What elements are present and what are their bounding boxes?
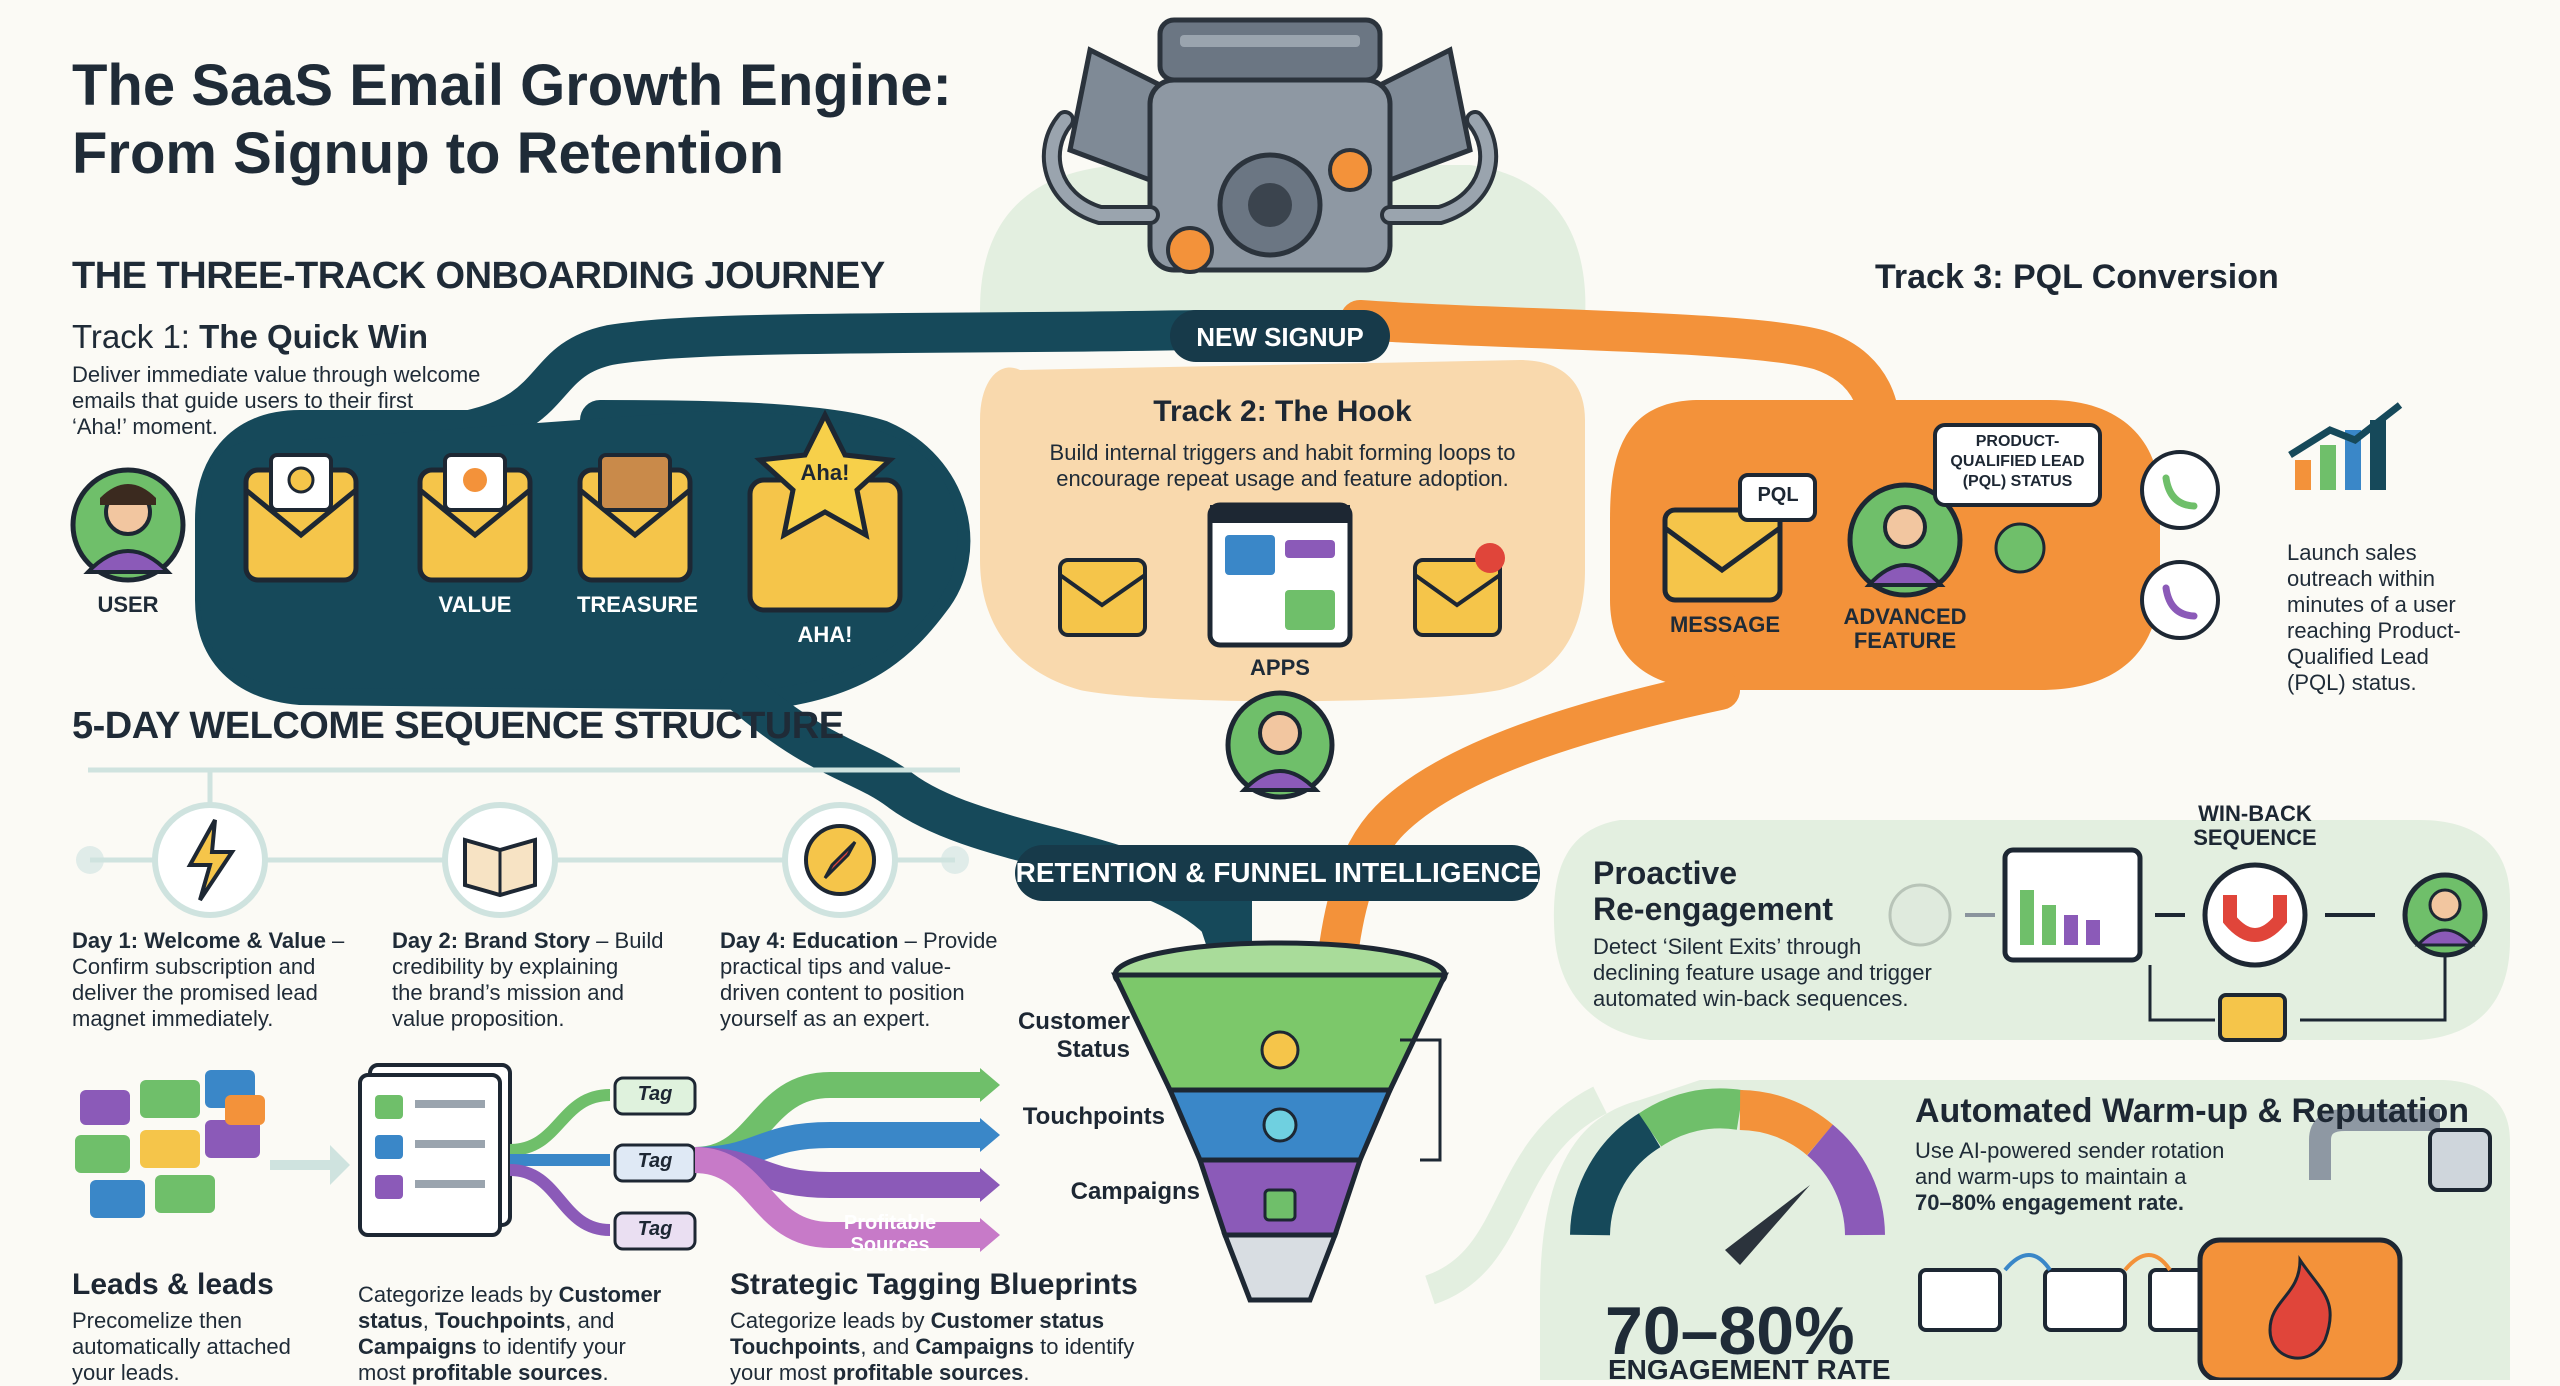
track1-description: Deliver immediate value through welcome … bbox=[72, 362, 481, 439]
treasure-envelope-icon bbox=[577, 453, 693, 583]
advanced-feature-label: ADVANCED FEATURE bbox=[1843, 604, 1967, 653]
blueprint-title: Strategic Tagging Blueprints bbox=[730, 1268, 1138, 1301]
campaigns-label: Campaigns bbox=[1070, 1178, 1200, 1205]
chat-bubbles-icon bbox=[75, 1070, 350, 1218]
track3-description: Launch sales outreach within minutes of … bbox=[2287, 540, 2461, 695]
leads-title: Leads & leads bbox=[72, 1268, 274, 1301]
user-avatar-4 bbox=[2402, 872, 2488, 958]
warmup-title: Automated Warm-up & Reputation bbox=[1915, 1092, 2470, 1130]
lower-connector bbox=[1424, 1086, 1608, 1305]
user-label: USER bbox=[97, 592, 159, 617]
track2-title: Track 2: The Hook bbox=[1153, 395, 1412, 428]
warmup-envelope-1 bbox=[1918, 1268, 2002, 1332]
check-icon bbox=[1994, 522, 2046, 574]
document-stack-icon bbox=[358, 1063, 512, 1237]
signup-pill-bg bbox=[1170, 310, 1390, 362]
apps-label: APPS bbox=[1250, 655, 1310, 680]
apps-window-icon bbox=[1207, 502, 1353, 648]
bulb-envelope-icon bbox=[243, 453, 359, 583]
funnel-intelligence-pill: RETENTION & FUNNEL INTELLIGENCE bbox=[1015, 857, 1540, 888]
reengage-description: Detect ‘Silent Exits’ through declining … bbox=[1593, 934, 1932, 1011]
compass-icon bbox=[782, 802, 898, 918]
message-label: MESSAGE bbox=[1669, 612, 1781, 637]
onboarding-heading: THE THREE-TRACK ONBOARDING JOURNEY bbox=[72, 255, 885, 297]
title-line-2: From Signup to Retention bbox=[72, 121, 785, 186]
user-avatar-3 bbox=[1847, 482, 1963, 598]
tag-arrow-green bbox=[509, 1089, 611, 1156]
engagement-rate-value: 70–80% bbox=[1605, 1293, 1855, 1369]
pql-status-text: PRODUCT- QUALIFIED LEAD (PQL) STATUS bbox=[1950, 433, 2085, 490]
tag-badge-1 bbox=[613, 1076, 697, 1116]
warmup-description: Use AI-powered sender rotation and warm-… bbox=[1915, 1138, 2225, 1215]
track1-title: Track 1: The Quick Win bbox=[72, 318, 429, 355]
blueprint-description: Categorize leads by Customer status Touc… bbox=[730, 1308, 1135, 1385]
new-signup-pill: NEW SIGNUP bbox=[1196, 322, 1364, 352]
touchpoints-label: Touchpoints bbox=[1022, 1103, 1165, 1130]
tag-label-3: Tag bbox=[637, 1218, 673, 1240]
funnel-icon bbox=[1111, 940, 1449, 1303]
reengage-title: Proactive Re-engagement bbox=[1593, 855, 1834, 927]
leads-description: Precomelize then automatically attached … bbox=[72, 1308, 291, 1385]
track3-path bbox=[1340, 300, 1900, 450]
furnace-icon bbox=[2197, 1109, 2492, 1380]
message-envelope-icon bbox=[1662, 507, 1783, 603]
pql-badge: PQL bbox=[1757, 484, 1799, 506]
winback-sequence-label: WIN-BACK SEQUENCE bbox=[2193, 801, 2317, 850]
engagement-gauge bbox=[1570, 1088, 1885, 1265]
faded-user-icon bbox=[1888, 883, 1952, 947]
day2-text: Day 2: Brand Story – Build credibility b… bbox=[392, 928, 664, 1031]
user-avatar-2 bbox=[1225, 690, 1335, 800]
track2-envelope-left bbox=[1058, 558, 1147, 637]
track2-description: Build internal triggers and habit formin… bbox=[1049, 440, 1516, 491]
day4-text: Day 4: Education – Provide practical tip… bbox=[720, 928, 998, 1031]
categorize-description: Categorize leads by Customer status, Tou… bbox=[358, 1282, 662, 1385]
aha-star-icon bbox=[747, 409, 903, 613]
tag-arrow-purple bbox=[509, 1164, 611, 1236]
value-label: VALUE bbox=[438, 592, 512, 617]
customer-status-label: Customer Status bbox=[1017, 1008, 1130, 1063]
lightning-icon bbox=[152, 802, 268, 918]
aha-star-text: Aha! bbox=[800, 460, 850, 485]
tag-label-1: Tag bbox=[637, 1083, 673, 1105]
winback-envelope-icon bbox=[2218, 993, 2287, 1042]
engagement-rate-label: ENGAGEMENT RATE bbox=[1608, 1360, 1891, 1380]
tag-badge-3 bbox=[613, 1211, 697, 1251]
track3-title: Track 3: PQL Conversion bbox=[1875, 258, 2279, 296]
warmup-envelope-2 bbox=[2043, 1268, 2127, 1332]
welcome-heading: 5-DAY WELCOME SEQUENCE STRUCTURE bbox=[72, 705, 844, 747]
magnet-icon bbox=[2202, 862, 2308, 968]
value-envelope-icon bbox=[417, 453, 533, 583]
profitable-sources-label: Profitable Sources bbox=[843, 1212, 937, 1256]
pql-status-bubble bbox=[1933, 423, 2102, 507]
phone-icon-1 bbox=[2140, 450, 2220, 530]
treasure-label: TREASURE bbox=[576, 592, 698, 617]
day1-text: Day 1: Welcome & Value – Confirm subscri… bbox=[72, 928, 345, 1031]
aha-label: AHA! bbox=[797, 622, 853, 647]
track2-envelope-right bbox=[1413, 543, 1505, 637]
page-title: The SaaS Email Growth Engine: From Signu… bbox=[72, 52, 1072, 188]
pql-bubble bbox=[1738, 473, 1817, 522]
phone-icon-2 bbox=[2140, 560, 2220, 640]
user-avatar-1 bbox=[70, 467, 186, 583]
funnel-pill-bg bbox=[1015, 845, 1540, 901]
growth-chart-icon bbox=[2288, 402, 2403, 490]
declining-chart-icon bbox=[2002, 847, 2143, 963]
title-line-1: The SaaS Email Growth Engine: bbox=[72, 53, 952, 118]
engine-icon bbox=[1041, 17, 1499, 274]
book-icon bbox=[442, 802, 558, 918]
tag-label-2: Tag bbox=[637, 1150, 673, 1172]
